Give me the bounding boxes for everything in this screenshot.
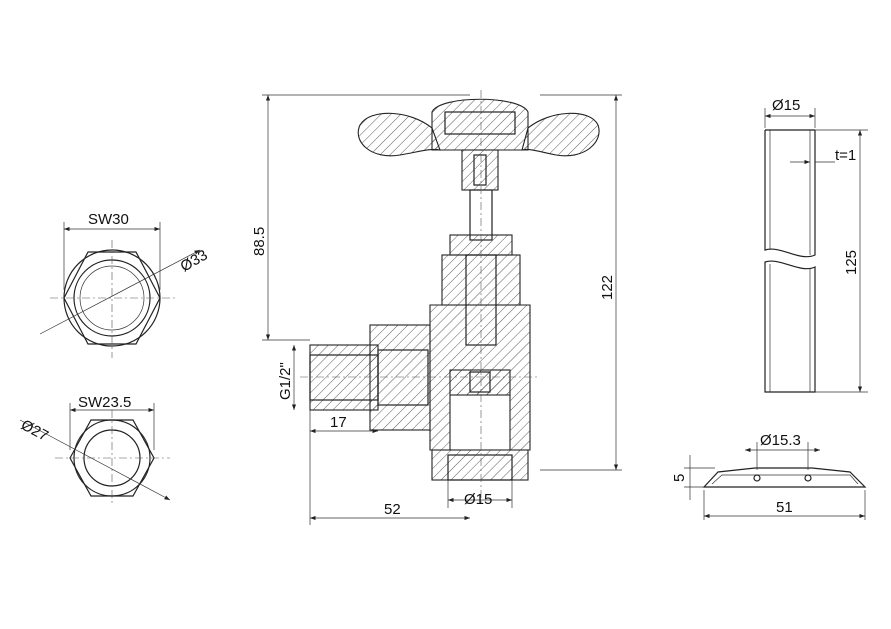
hex-nut-small: SW23.5 Ø27 xyxy=(18,394,171,505)
d33-label: Ø33 xyxy=(178,247,211,276)
inlet-length-label: 17 xyxy=(330,414,347,431)
rosette: Ø15.3 5 51 xyxy=(671,432,867,520)
rosette-outer-diameter-label: 51 xyxy=(776,499,793,516)
sw23-5-label: SW23.5 xyxy=(78,394,131,411)
pipe: Ø15 t=1 125 xyxy=(764,97,868,393)
hex-nut-large: SW30 Ø33 xyxy=(39,211,211,358)
pipe-length-label: 125 xyxy=(843,250,860,275)
outlet-diameter-label: Ø15 xyxy=(464,491,492,508)
stem-height-label: 88.5 xyxy=(251,227,268,256)
sw30-label: SW30 xyxy=(88,211,129,228)
radiator-valve: 88.5 122 G1/2" 17 52 Ø15 xyxy=(251,90,622,525)
d27-label: Ø27 xyxy=(18,417,51,445)
overall-width-label: 52 xyxy=(384,501,401,518)
pipe-diameter-label: Ø15 xyxy=(772,97,800,114)
thread-label: G1/2" xyxy=(277,362,294,400)
total-height-label: 122 xyxy=(599,275,616,300)
rosette-inner-diameter-label: Ø15.3 xyxy=(760,432,801,449)
wall-thickness-label: t=1 xyxy=(835,147,856,164)
rosette-height-label: 5 xyxy=(671,474,688,482)
